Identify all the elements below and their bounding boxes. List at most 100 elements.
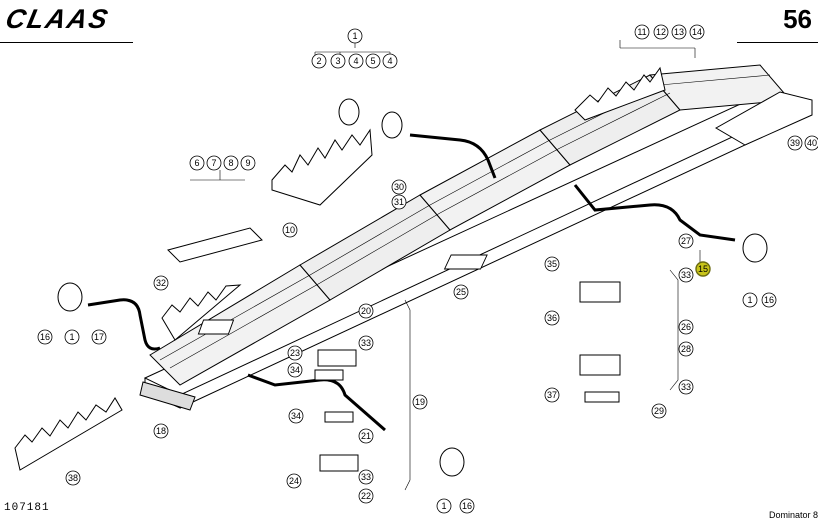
callout-16: 16 <box>761 292 777 308</box>
grid-plate-18 <box>139 381 196 411</box>
callout-23: 23 <box>287 345 303 361</box>
bearing-top-1 <box>338 98 360 126</box>
callout-28: 28 <box>678 341 694 357</box>
callout-38: 38 <box>65 470 81 486</box>
bearing-right <box>742 233 768 263</box>
callout-33: 33 <box>678 267 694 283</box>
callout-number: 31 <box>394 197 404 207</box>
strip-34b <box>324 411 354 423</box>
callout-number: 10 <box>285 225 295 235</box>
callout-circle <box>678 233 694 249</box>
cover-40 <box>714 91 813 146</box>
callout-circle <box>91 329 107 345</box>
callout-25: 25 <box>453 284 469 300</box>
callout-1: 1 <box>436 498 452 514</box>
callout-number: 16 <box>40 332 50 342</box>
callout-number: 25 <box>456 287 466 297</box>
callout-number: 26 <box>681 322 691 332</box>
callout-number: 22 <box>361 491 371 501</box>
drawing-code: 107181 <box>4 502 50 514</box>
callout-circle <box>358 335 374 351</box>
callout-number: 5 <box>370 56 375 66</box>
callout-number: 1 <box>352 31 357 41</box>
callout-number: 35 <box>547 259 557 269</box>
callout-36: 36 <box>544 310 560 326</box>
callout-number: 14 <box>692 27 702 37</box>
callout-circle <box>544 387 560 403</box>
callout-13: 13 <box>671 24 687 40</box>
callout-circle <box>37 329 53 345</box>
callout-circle <box>742 292 758 308</box>
callout-11: 11 <box>634 24 650 40</box>
callout-number: 29 <box>654 406 664 416</box>
callout-16: 16 <box>37 329 53 345</box>
callout-circle <box>412 394 428 410</box>
callout-number: 33 <box>361 472 371 482</box>
callout-1: 1 <box>64 329 80 345</box>
callout-number: 11 <box>637 27 646 37</box>
callout-circle <box>358 488 374 504</box>
callout-number: 16 <box>462 501 472 511</box>
callout-30: 30 <box>391 179 407 195</box>
callout-7: 7 <box>206 155 222 171</box>
callout-16: 16 <box>459 498 475 514</box>
callout-31: 31 <box>391 194 407 210</box>
callout-number: 36 <box>547 313 557 323</box>
block-23 <box>317 349 357 367</box>
crankshaft-front <box>87 298 161 351</box>
callout-number: 2 <box>316 56 321 66</box>
callout-circle <box>311 53 327 69</box>
bearing-left <box>57 282 83 312</box>
callout-number: 17 <box>94 332 104 342</box>
callout-circle <box>391 179 407 195</box>
callout-15: 15 <box>695 261 711 277</box>
callout-circle <box>358 428 374 444</box>
callout-number: 40 <box>807 138 817 148</box>
callout-number: 15 <box>698 264 708 274</box>
callout-number: 39 <box>790 138 800 148</box>
callout-14: 14 <box>689 24 705 40</box>
strip-34a <box>314 369 344 381</box>
callout-circle <box>287 345 303 361</box>
callout-circle <box>436 498 452 514</box>
callout-1: 1 <box>742 292 758 308</box>
callout-40: 40 <box>804 135 818 151</box>
callout-circle <box>761 292 777 308</box>
callout-32: 32 <box>153 275 169 291</box>
callout-number: 1 <box>69 332 74 342</box>
callout-number: 13 <box>674 27 684 37</box>
callout-circle <box>153 275 169 291</box>
callout-8: 8 <box>223 155 239 171</box>
callout-number: 38 <box>68 473 78 483</box>
callout-circle <box>391 194 407 210</box>
callout-circle <box>358 469 374 485</box>
callout-number: 1 <box>441 501 446 511</box>
callout-circle <box>330 53 346 69</box>
callout-35: 35 <box>544 256 560 272</box>
callout-number: 33 <box>681 382 691 392</box>
callout-34: 34 <box>287 362 303 378</box>
crankshaft-mid <box>247 373 386 432</box>
callout-number: 33 <box>681 270 691 280</box>
callout-circle <box>651 403 667 419</box>
bearing-top-2 <box>381 111 403 139</box>
callout-number: 7 <box>211 158 216 168</box>
callout-number: 28 <box>681 344 691 354</box>
callout-17: 17 <box>91 329 107 345</box>
callout-circle <box>348 53 364 69</box>
callout-number: 9 <box>245 158 250 168</box>
callout-9: 9 <box>240 155 256 171</box>
callout-circle <box>240 155 256 171</box>
sawtooth-strip-38 <box>14 397 123 471</box>
header-rule-left <box>0 42 133 43</box>
crankshaft-upper <box>409 133 497 179</box>
callout-number: 19 <box>415 397 425 407</box>
callout-21: 21 <box>358 428 374 444</box>
callout-circle <box>282 222 298 238</box>
callout-circle <box>153 423 169 439</box>
callout-number: 3 <box>335 56 340 66</box>
callout-number: 12 <box>656 27 666 37</box>
callout-12: 12 <box>653 24 669 40</box>
callout-circle <box>459 498 475 514</box>
callout-number: 30 <box>394 182 404 192</box>
